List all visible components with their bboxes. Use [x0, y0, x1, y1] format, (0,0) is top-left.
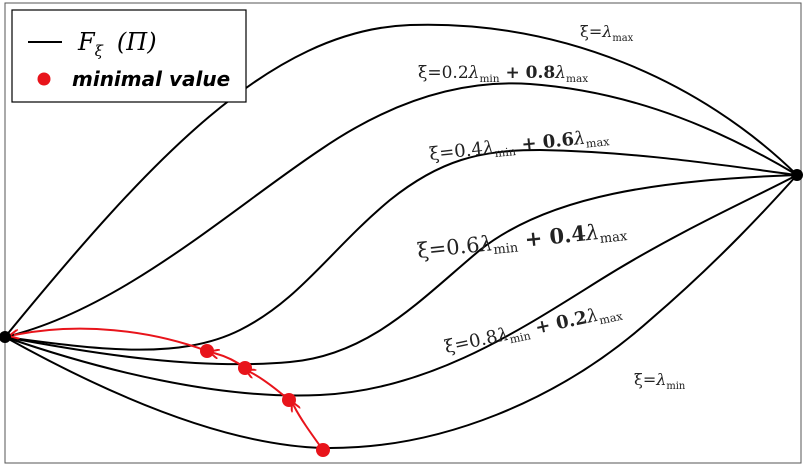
minimal-value-dot — [200, 344, 214, 358]
right-endpoint — [791, 169, 803, 181]
curve-xi-02-08 — [4, 82, 798, 338]
curve-group — [4, 23, 798, 450]
minimal-value-dot — [238, 361, 252, 375]
curve-xi-08-02 — [4, 174, 798, 397]
curve-xi-06-04 — [4, 174, 798, 366]
curve-xi-lambda-min — [4, 174, 798, 450]
curve-label-xi-06-04: ξ=0.6λmin + 0.4λmax — [416, 216, 629, 266]
legend-dot-label: minimal value — [72, 67, 230, 91]
minima-dots — [200, 344, 330, 457]
legend-box — [11, 9, 247, 103]
minima-segment-7 — [14, 327, 208, 352]
curve-label-xi-lambda-min: ξ=λmin — [634, 370, 686, 392]
legend-line-label: Fξ(Π) — [77, 28, 157, 60]
curve-label-xi-08-02: ξ=0.8λmin + 0.2λmax — [443, 300, 625, 360]
curve-xi-lambda-max — [4, 23, 798, 338]
curve-label-xi-04-06: ξ=0.4λmin + 0.6λmax — [428, 125, 610, 167]
minima-segment-1 — [294, 406, 324, 451]
curve-label-xi-02-08: ξ=0.2λmin + 0.8λmax — [418, 63, 588, 85]
minimal-value-dot — [282, 393, 296, 407]
curve-label-xi-lambda-max: ξ=λmax — [580, 22, 634, 44]
minimal-value-dot — [316, 443, 330, 457]
left-endpoint — [0, 331, 11, 343]
legend-dot-swatch — [37, 72, 51, 86]
curve-xi-04-06 — [4, 148, 798, 351]
legend: Fξ(Π) minimal value — [11, 9, 247, 103]
diagram-frame — [4, 2, 802, 464]
